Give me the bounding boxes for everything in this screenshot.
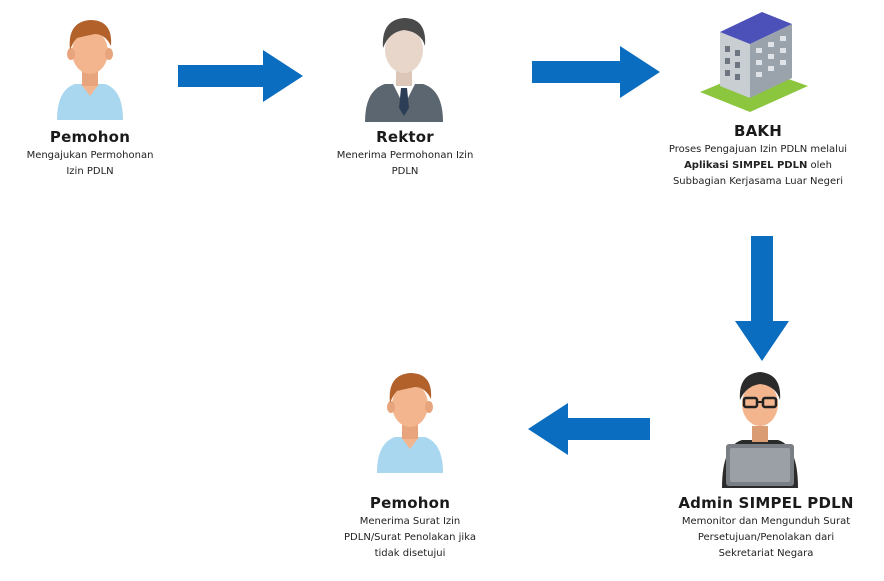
arrow-rektor-to-bakh bbox=[532, 46, 660, 98]
businessman-icon bbox=[365, 18, 443, 122]
person-icon bbox=[377, 373, 443, 473]
arrow-admin-to-pemohon bbox=[528, 403, 650, 455]
arrow-pemohon-to-rektor bbox=[178, 50, 303, 102]
node-title: Admin SIMPEL PDLN bbox=[678, 494, 854, 512]
building-icon bbox=[700, 12, 808, 112]
app-name: Aplikasi SIMPEL PDLN bbox=[684, 160, 808, 171]
admin-laptop-icon bbox=[722, 372, 798, 488]
node-title: Pemohon bbox=[49, 128, 131, 146]
node-description: Memonitor dan Mengunduh Surat Persetujua… bbox=[681, 516, 851, 559]
node-description: Menerima Surat Izin PDLN/Surat Penolakan… bbox=[344, 516, 476, 559]
node-description: Proses Pengajuan Izin PDLN melalui Aplik… bbox=[668, 144, 848, 187]
node-pemohon-end: Pemohon Menerima Surat Izin PDLN/Surat P… bbox=[310, 490, 510, 562]
node-rektor: Rektor Menerima Permohonan Izin PDLN bbox=[310, 124, 500, 180]
person-icon bbox=[57, 20, 123, 120]
node-title: Pemohon bbox=[369, 494, 451, 512]
node-description: Menerima Permohonan Izin PDLN bbox=[336, 150, 474, 177]
node-bakh: BAKH Proses Pengajuan Izin PDLN melalui … bbox=[632, 118, 884, 190]
node-description: Mengajukan Permohonan Izin PDLN bbox=[26, 150, 154, 177]
node-admin: Admin SIMPEL PDLN Memonitor dan Mengundu… bbox=[648, 490, 884, 562]
node-title: Rektor bbox=[376, 128, 434, 146]
node-pemohon-start: Pemohon Mengajukan Permohonan Izin PDLN bbox=[0, 124, 180, 180]
arrow-bakh-to-admin bbox=[735, 236, 789, 361]
node-title: BAKH bbox=[733, 122, 783, 140]
